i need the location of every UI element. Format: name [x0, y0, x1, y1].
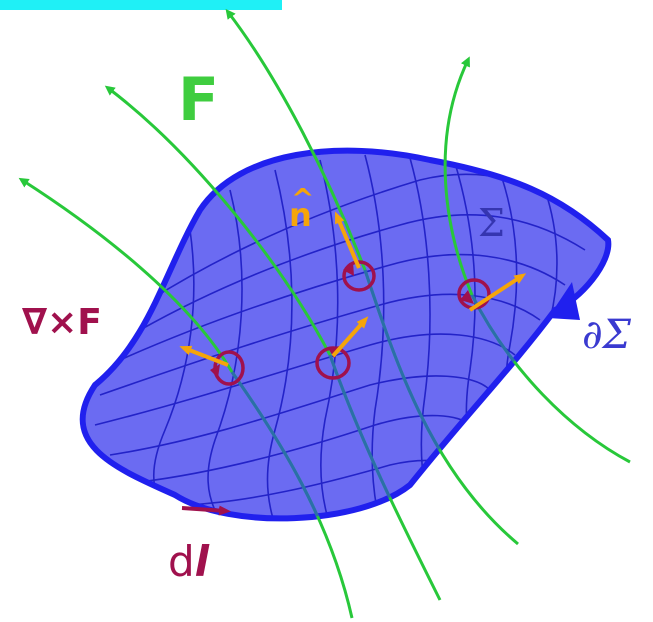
caption-bar — [0, 0, 282, 10]
normal-arrow-3 — [335, 211, 361, 269]
normal-arrow-2 — [331, 316, 369, 358]
curl-loop-3 — [342, 260, 376, 292]
surface-label: Σ — [478, 201, 505, 245]
curl-label: ∇×F — [22, 302, 102, 343]
normal-arrow-1 — [179, 345, 229, 367]
field-line-2 — [104, 85, 332, 356]
dl-arrow — [181, 505, 231, 516]
surface-mesh — [94, 154, 601, 519]
normal-hat: ^ — [291, 182, 314, 215]
field-label: F — [178, 65, 219, 135]
normal-label: n — [289, 196, 312, 234]
field-line-4 — [443, 56, 474, 296]
boundary-label: ∂Σ — [582, 312, 632, 358]
boundary-arrow — [548, 282, 580, 320]
normal-arrow-4 — [468, 273, 527, 312]
surface-sigma — [82, 150, 609, 519]
field-line-1 — [18, 177, 234, 373]
curl-loop-1 — [210, 350, 245, 386]
field-line-3 — [225, 8, 367, 271]
line-element-label: dl — [168, 537, 210, 586]
